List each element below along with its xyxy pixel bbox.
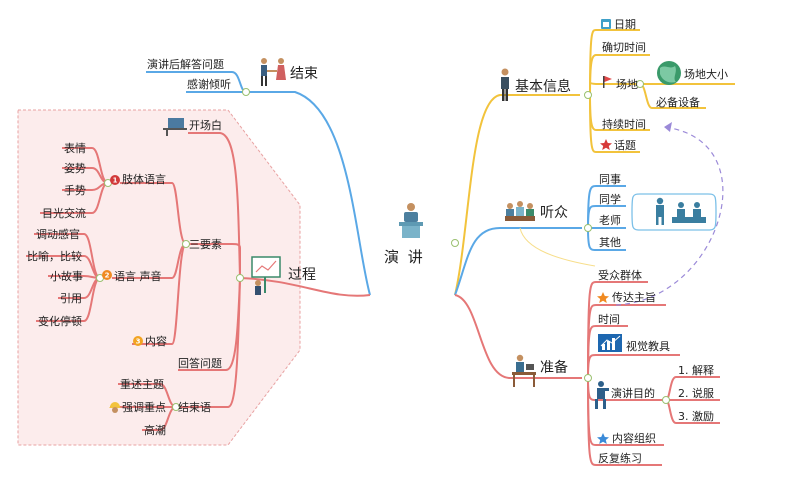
globe-icon — [657, 61, 681, 85]
process-content[interactable]: 内容 — [145, 334, 167, 348]
closing-item-climax[interactable]: 高潮 — [144, 423, 166, 437]
presentation-board-icon — [251, 256, 281, 295]
body-item-eye-contact[interactable]: 目光交流 — [42, 206, 86, 220]
info-duration[interactable]: 持续时间 — [602, 117, 646, 131]
svg-text:1: 1 — [113, 177, 118, 185]
body-item-expression[interactable]: 表情 — [64, 141, 86, 155]
collapse-toggles[interactable] — [96, 80, 670, 411]
badge-2: 2 — [102, 270, 112, 280]
closing-item-restate[interactable]: 重述主题 — [120, 377, 164, 391]
audience-colleague[interactable]: 同事 — [599, 173, 621, 186]
photographer-icon — [595, 381, 609, 409]
prep-branch-lines — [454, 281, 720, 466]
voice-item-metaphor[interactable]: 比喻，比较 — [27, 249, 82, 263]
audience-other[interactable]: 其他 — [599, 236, 621, 249]
prep-visual-aids[interactable]: 视觉教具 — [626, 339, 670, 353]
flag-icon — [603, 76, 612, 88]
relation-arrow-head — [664, 122, 672, 132]
person-at-podium-icon — [399, 203, 423, 238]
prep-purpose[interactable]: 演讲目的 — [611, 386, 655, 400]
audience-title[interactable]: 听众 — [540, 205, 568, 221]
closing-item-emphasize[interactable]: 强调重点 — [122, 400, 166, 414]
center-topic[interactable]: 演 讲 — [384, 248, 425, 266]
chart-icon — [598, 334, 622, 352]
audience-group-icon — [656, 197, 706, 225]
audience-group-bracket — [631, 193, 717, 231]
purpose-persuade[interactable]: 2. 说服 — [678, 386, 714, 400]
purpose-inspire[interactable]: 3. 激励 — [678, 409, 714, 423]
desk-worker-icon — [512, 354, 536, 387]
info-date[interactable]: 日期 — [614, 18, 636, 31]
svg-text:2: 2 — [105, 272, 110, 280]
audience-teacher[interactable]: 老师 — [599, 214, 621, 227]
prep-target[interactable]: 受众群体 — [598, 268, 642, 282]
info-exact-time[interactable]: 确切时间 — [602, 41, 646, 54]
prep-title[interactable]: 准备 — [540, 359, 568, 376]
audience-classmate[interactable]: 同学 — [599, 192, 621, 206]
audience-link — [519, 227, 596, 267]
process-voice[interactable]: 语言 声音 — [114, 269, 162, 283]
prep-time[interactable]: 时间 — [598, 313, 620, 326]
end-title[interactable]: 结束 — [290, 66, 318, 82]
handshake-icon — [261, 58, 286, 86]
process-body-language[interactable]: 肢体语言 — [122, 172, 166, 186]
voice-item-pause[interactable]: 变化停顿 — [38, 314, 82, 328]
process-branch-lines — [26, 132, 371, 431]
voice-item-quote[interactable]: 引用 — [60, 291, 82, 305]
badge-3: 3 — [133, 336, 143, 346]
people-meeting-icon — [505, 201, 535, 221]
info-venue-size[interactable]: 场地大小 — [684, 67, 728, 81]
process-three-elements[interactable]: 三要素 — [189, 238, 222, 251]
speaker-standing-icon — [501, 68, 509, 101]
badge-1: 1 — [110, 175, 120, 185]
voice-item-story[interactable]: 小故事 — [50, 269, 83, 283]
purpose-explain[interactable]: 1. 解释 — [678, 363, 714, 377]
relation-arrow — [615, 126, 724, 306]
calendar-icon — [601, 19, 611, 29]
info-venue[interactable]: 场地 — [616, 77, 638, 91]
info-topic[interactable]: 话题 — [614, 139, 636, 152]
voice-item-senses[interactable]: 调动感官 — [36, 227, 80, 241]
audience-branch-lines — [454, 185, 626, 296]
prep-main-point[interactable]: 传达主旨 — [612, 291, 656, 304]
end-item-thanks[interactable]: 感谢倾听 — [187, 77, 231, 91]
info-equipment[interactable]: 必备设备 — [656, 95, 700, 109]
star-icon-main-point — [597, 292, 609, 303]
body-item-gesture[interactable]: 手势 — [64, 183, 86, 197]
helmet-icon — [109, 402, 121, 413]
process-title[interactable]: 过程 — [288, 267, 316, 283]
basic-info-title[interactable]: 基本信息 — [515, 78, 571, 95]
body-item-posture[interactable]: 姿势 — [64, 162, 86, 175]
end-item-qa[interactable]: 演讲后解答问题 — [147, 57, 224, 71]
prep-practice[interactable]: 反复练习 — [598, 451, 642, 465]
process-qa[interactable]: 回答问题 — [178, 356, 222, 370]
process-opening[interactable]: 开场白 — [189, 118, 222, 132]
process-closing[interactable]: 结束语 — [178, 401, 211, 414]
star-icon-topic — [600, 139, 612, 150]
svg-text:3: 3 — [136, 338, 141, 346]
prep-organize[interactable]: 内容组织 — [612, 431, 656, 445]
star-icon-organize — [597, 433, 609, 444]
laptop-desk-icon — [163, 118, 187, 136]
